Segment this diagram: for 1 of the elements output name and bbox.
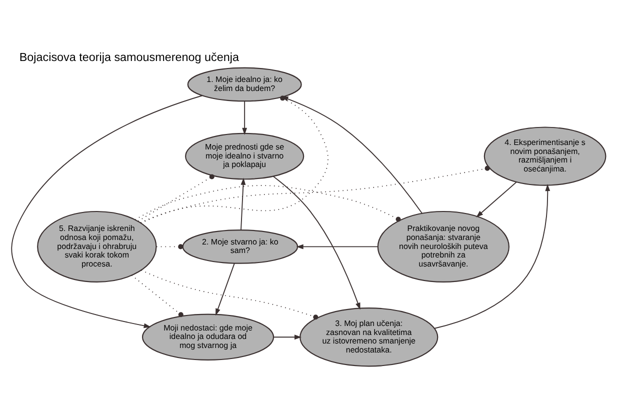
diagram-title: Bojacisova teorija samousmerenog učenja — [19, 50, 239, 64]
